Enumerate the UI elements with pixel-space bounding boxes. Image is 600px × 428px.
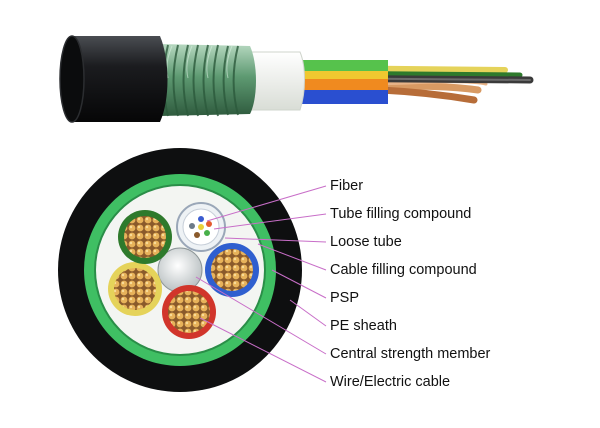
wire-bundle-blue [205,243,259,297]
label-wire-electric-cable: Wire/Electric cable [330,372,490,400]
wire-bundle-yellow [108,262,162,316]
sheath-end-face [60,36,84,122]
component-labels: Fiber Tube filling compound Loose tube C… [330,176,490,400]
psp-armor-side [153,44,257,116]
label-pe-sheath: PE sheath [330,316,490,344]
label-psp: PSP [330,288,490,316]
wire-bundle-darkgreen [118,210,172,264]
label-fiber: Fiber [330,176,490,204]
leader-pe-sheath [290,300,326,326]
label-tube-filling-compound: Tube filling compound [330,204,490,232]
label-central-strength-member: Central strength member [330,344,490,372]
cable-side-view [60,36,530,122]
label-cable-filling-compound: Cable filling compound [330,260,490,288]
loose-tube [177,203,225,251]
wire-bundle-red [162,285,216,339]
cable-cross-section [58,148,302,392]
tube-blue-side [296,90,388,104]
label-loose-tube: Loose tube [330,232,490,260]
